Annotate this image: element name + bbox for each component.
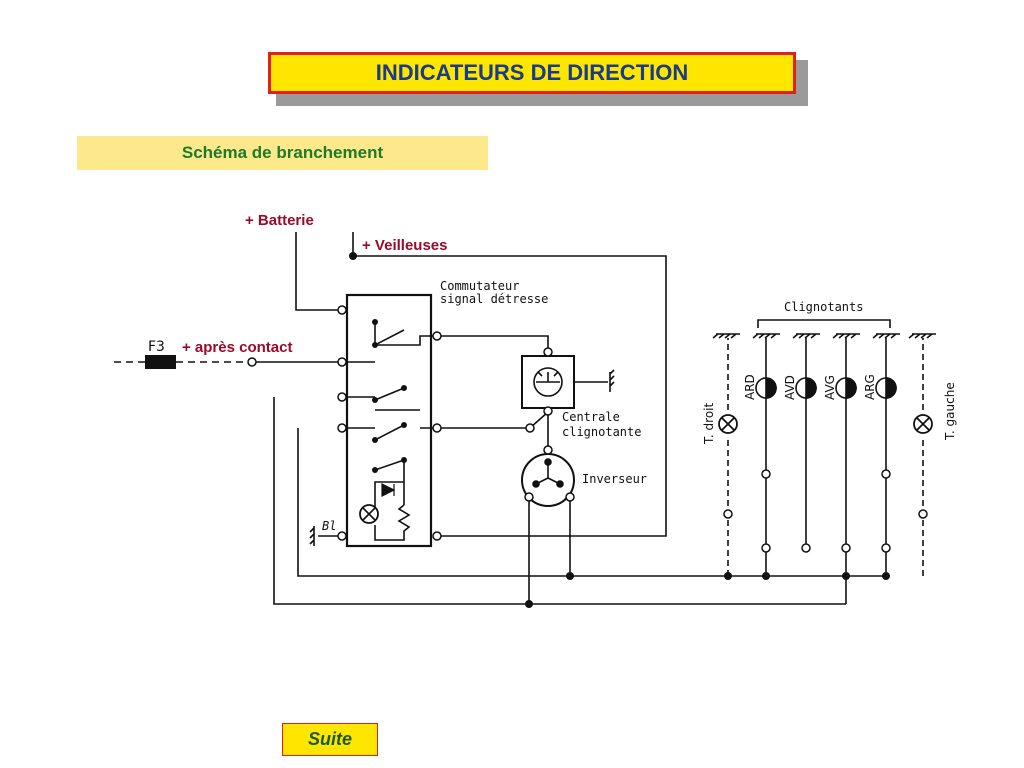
subtitle-banner: Schéma de branchement <box>77 136 488 170</box>
inverseur-label: Inverseur <box>582 472 647 486</box>
ard-label: ARD <box>743 374 757 400</box>
t-gauche-label: T. gauche <box>943 382 957 441</box>
veilleuses-wire <box>352 232 667 537</box>
t-droit-label: T. droit <box>702 403 716 445</box>
centrale-label-2: clignotante <box>562 425 641 439</box>
fuse-f3 <box>145 355 176 369</box>
suite-button[interactable]: Suite <box>282 723 378 756</box>
commutateur-box <box>345 293 433 548</box>
lamp-t-droit <box>718 414 738 434</box>
page-title: INDICATEURS DE DIRECTION <box>268 52 796 94</box>
veilleuses-label: + Veilleuses <box>362 237 447 254</box>
lamp-t-gauche <box>913 414 933 434</box>
ground-bl-label: Bl <box>322 519 336 533</box>
fuse-label: F3 <box>148 339 165 355</box>
apres-contact-label: + après contact <box>182 339 292 356</box>
centrale-label-1: Centrale <box>562 410 620 424</box>
batterie-label: + Batterie <box>245 212 314 229</box>
avg-label: AVG <box>823 375 837 400</box>
batterie-wire <box>295 232 342 311</box>
avd-label: AVD <box>783 375 797 400</box>
clignotants-label: Clignotants <box>784 300 863 314</box>
commutateur-label-1: Commutateur <box>440 279 519 293</box>
arg-label: ARG <box>863 374 877 400</box>
commutateur-label-2: signal détresse <box>440 292 548 306</box>
